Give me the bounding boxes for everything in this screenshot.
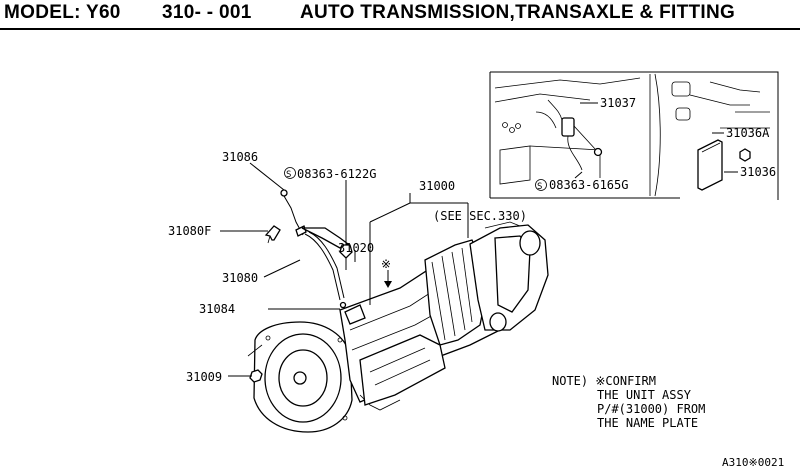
- part-label-31020: 31020: [338, 241, 374, 255]
- note-line-1: NOTE) ※CONFIRM: [552, 374, 656, 388]
- drain-plug-31009: [249, 369, 263, 383]
- part-label-08363-6122G: 08363-6122G: [297, 167, 376, 181]
- sensor-31037: [535, 99, 603, 171]
- transmission-assembly: [247, 221, 549, 433]
- part-label-31086: 31086: [222, 150, 258, 164]
- part-label-31080: 31080: [222, 271, 258, 285]
- note-line-2: THE UNIT ASSY: [597, 388, 692, 402]
- dipstick-and-tube: [264, 189, 350, 309]
- inset-detail: 31037 31036A 31036 S 08363-6165G: [489, 71, 779, 200]
- model-label: MODEL: Y60: [4, 2, 121, 23]
- special-bolt-icon-2: [284, 167, 296, 179]
- part-label-08363-6165G: 08363-6165G: [549, 178, 628, 192]
- part-label-31036A: 31036A: [726, 126, 770, 140]
- see-section-note: (SEE SEC.330): [433, 209, 527, 223]
- note-block: NOTE) ※CONFIRM THE UNIT ASSY P/#(31000) …: [552, 374, 705, 430]
- control-unit-31036: [697, 139, 751, 191]
- page-title: AUTO TRANSMISSION,TRANSAXLE & FITTING: [300, 2, 736, 23]
- note-line-4: THE NAME PLATE: [597, 416, 698, 430]
- title-bar: MODEL: Y60 310- - 001 AUTO TRANSMISSION,…: [0, 0, 800, 30]
- bolt-08363-6122G: [339, 186, 353, 270]
- arrow-down-icon: [384, 281, 392, 288]
- part-label-31080F: 31080F: [168, 224, 211, 238]
- bolt-symbol: S: [537, 182, 542, 192]
- section-code: 310- - 001: [162, 2, 252, 23]
- part-label-31000: 31000: [419, 179, 455, 193]
- part-label-31009: 31009: [186, 370, 222, 384]
- figure-code: A310※0021: [722, 456, 784, 469]
- special-bolt-icon: [535, 179, 547, 191]
- bolt-symbol-2: S: [286, 170, 291, 180]
- note-line-3: P/#(31000) FROM: [597, 402, 705, 416]
- part-label-31084: 31084: [199, 302, 235, 316]
- part-label-31036: 31036: [740, 165, 776, 179]
- part-label-31037: 31037: [600, 96, 636, 110]
- asterisk-mark: ※: [381, 257, 391, 271]
